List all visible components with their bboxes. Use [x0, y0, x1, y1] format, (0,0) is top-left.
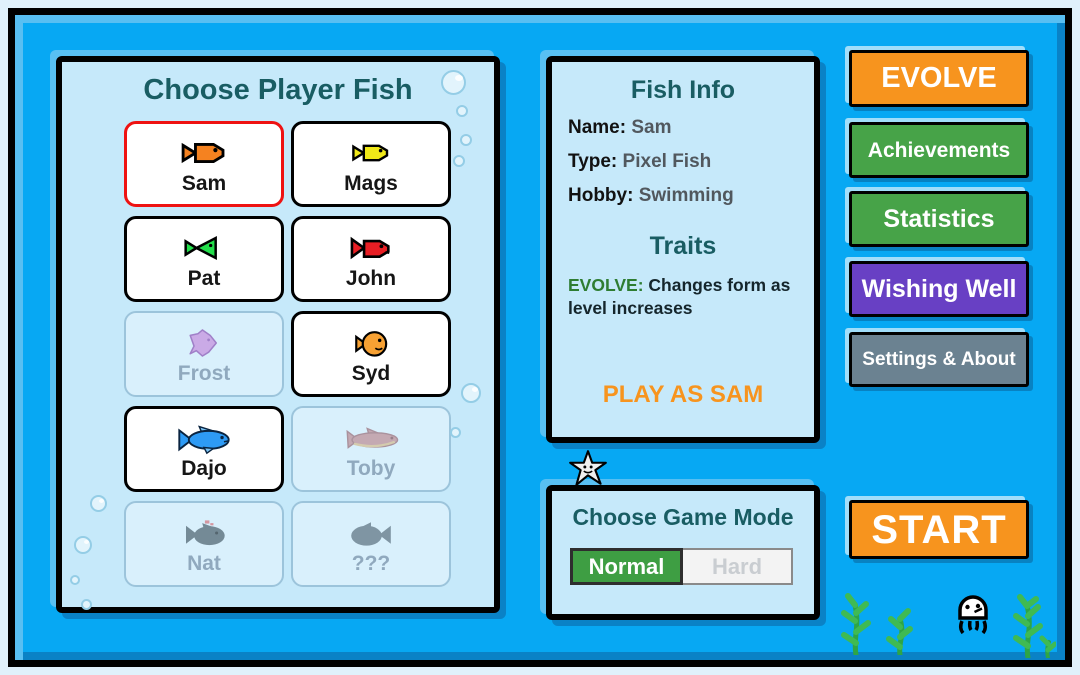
bubble-icon: [74, 536, 92, 554]
achievements-button[interactable]: Achievements: [849, 122, 1029, 178]
bubble-icon: [90, 495, 107, 512]
fish-card-nat[interactable]: Nat: [124, 501, 284, 587]
trait-label: EVOLVE:: [568, 275, 644, 295]
fish-card-name: Frost: [177, 362, 231, 385]
mode-normal-button[interactable]: Normal: [570, 548, 683, 585]
bubble-icon: [453, 155, 465, 167]
fish-card-name: Syd: [351, 362, 391, 385]
traits-title: Traits: [649, 232, 717, 260]
bubble-icon: [441, 70, 466, 95]
purple-angelfish-icon: [189, 329, 218, 357]
green-pixel-fish-icon: [184, 235, 217, 261]
trait-description: EVOLVE: Changes form as level increases: [568, 274, 802, 320]
field-label: Name:: [568, 117, 627, 138]
game-mode-title: Choose Game Mode: [572, 504, 794, 530]
info-field-name: Name: Sam: [568, 118, 804, 137]
fish-card-john[interactable]: John: [291, 216, 451, 302]
orange-goldfish-icon: [355, 331, 388, 357]
bubble-icon: [70, 575, 80, 585]
mode-hard-button[interactable]: Hard: [683, 548, 793, 585]
fish-info-fields: Name: Sam Type: Pixel Fish Hobby: Swimmi…: [568, 118, 804, 220]
bubble-icon: [460, 134, 472, 146]
field-value: Sam: [631, 117, 672, 138]
jellyfish-icon: [958, 595, 988, 635]
fish-card-grid: Sam Mags Pat John: [124, 121, 451, 587]
field-value: Pixel Fish: [622, 151, 712, 172]
info-field-type: Type: Pixel Fish: [568, 152, 804, 171]
play-as-sam-button[interactable]: PLAY AS SAM: [552, 381, 814, 409]
mystery-fish-icon: [351, 522, 391, 546]
field-label: Type:: [568, 151, 618, 172]
fish-card-name: Nat: [187, 552, 221, 575]
fish-card-name: John: [345, 267, 397, 290]
start-button[interactable]: START: [849, 500, 1029, 559]
fish-card-toby[interactable]: Toby: [291, 406, 451, 492]
statistics-button[interactable]: Statistics: [849, 191, 1029, 247]
pink-shark-icon: [346, 427, 399, 449]
bubble-icon: [456, 105, 468, 117]
bubble-icon: [450, 427, 461, 438]
fish-card-pat[interactable]: Pat: [124, 216, 284, 302]
roster-title: Choose Player Fish: [143, 74, 413, 106]
fish-card-sam[interactable]: Sam: [124, 121, 284, 207]
fish-card-name: Dajo: [181, 457, 227, 480]
evolve-button[interactable]: EVOLVE: [849, 50, 1029, 107]
starfish-icon: [569, 450, 607, 486]
fish-card-mystery[interactable]: ???: [291, 501, 451, 587]
blue-fish-icon: [178, 425, 230, 455]
seaweed-icon: [1013, 594, 1056, 658]
fish-card-name: Toby: [346, 457, 396, 480]
fish-card-name: ???: [351, 552, 391, 575]
settings-about-button[interactable]: Settings & About: [849, 332, 1029, 387]
fish-info-title: Fish Info: [630, 76, 736, 104]
game-mode-options: Normal Hard: [570, 548, 793, 585]
fish-card-dajo[interactable]: Dajo: [124, 406, 284, 492]
orange-pixel-fish-icon: [181, 142, 225, 164]
fish-card-syd[interactable]: Syd: [291, 311, 451, 397]
fish-card-name: Sam: [181, 172, 227, 195]
fish-card-name: Pat: [187, 267, 221, 290]
game-mode-panel: Choose Game Mode Normal Hard: [546, 485, 820, 620]
info-field-hobby: Hobby: Swimming: [568, 186, 804, 205]
fish-card-mags[interactable]: Mags: [291, 121, 451, 207]
fish-card-frost[interactable]: Frost: [124, 311, 284, 397]
field-label: Hobby:: [568, 185, 634, 206]
choose-player-fish-panel: Choose Player Fish Sam Mags: [56, 56, 500, 613]
fish-card-name: Mags: [344, 172, 398, 195]
trait-text: Changes form as level increases: [568, 275, 791, 319]
bubble-icon: [461, 383, 481, 403]
field-value: Swimming: [638, 185, 734, 206]
fish-info-panel: Fish Info Name: Sam Type: Pixel Fish Hob…: [546, 56, 820, 443]
bubble-icon: [81, 599, 92, 610]
yellow-pixel-fish-icon: [352, 144, 389, 162]
seaweed-icon: [841, 593, 913, 655]
gray-fish-icon: [186, 520, 225, 546]
red-pixel-fish-icon: [350, 236, 390, 260]
wishing-well-button[interactable]: Wishing Well: [849, 261, 1029, 317]
